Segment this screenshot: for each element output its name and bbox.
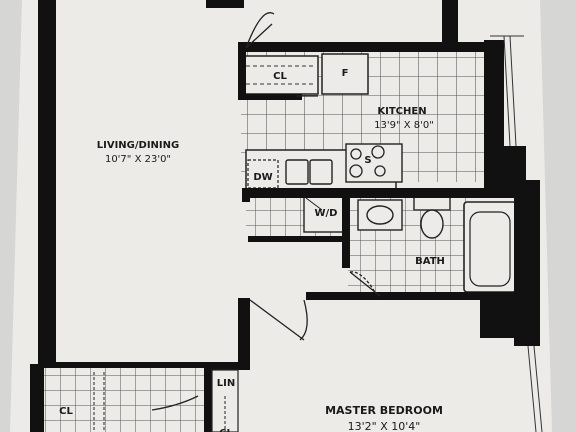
- closet-tile-floor: [38, 364, 206, 432]
- bedroom-dims: 13'2" X 10'4": [348, 420, 421, 432]
- fridge-box: [321, 53, 369, 95]
- sink-left-basin: [285, 159, 309, 185]
- closet-bottom-partial-label: CL: [219, 428, 233, 432]
- fridge-label: F: [342, 68, 349, 79]
- toilet-tank: [413, 195, 451, 211]
- living-room-label: LIVING/DINING: [97, 140, 179, 151]
- linen-label: LIN: [217, 378, 235, 389]
- stove-box: [345, 143, 403, 183]
- kitchen-label: KITCHEN: [377, 106, 426, 117]
- bathtub-inner: [469, 211, 511, 287]
- washer-dryer-label: W/D: [315, 208, 338, 219]
- washer-dryer-diagonal: [305, 197, 323, 211]
- living-room-dims: 10'7" X 23'0": [105, 154, 171, 165]
- stove-burner: [374, 165, 386, 177]
- closet-top-label: CL: [273, 71, 287, 82]
- kitchen-dims: 13'9" X 8'0": [374, 120, 434, 131]
- toilet-bowl: [420, 209, 444, 239]
- sink-right-basin: [309, 159, 333, 185]
- bedroom-label: MASTER BEDROOM: [325, 404, 443, 417]
- stove-burner: [350, 148, 362, 160]
- window-frame: [490, 35, 543, 432]
- vanity-sink: [366, 205, 394, 225]
- stove-label: S: [364, 155, 371, 166]
- stove-burner: [349, 164, 363, 178]
- bath-label: BATH: [415, 256, 445, 267]
- door-swings: [151, 12, 381, 411]
- stove-burner: [371, 145, 385, 159]
- dishwasher-label: DW: [253, 172, 272, 183]
- closet-bottom-label: CL: [59, 406, 73, 417]
- vanity-counter: [357, 199, 403, 231]
- closet-top-box: [243, 55, 319, 95]
- dishwasher-box: [247, 159, 279, 189]
- walls: [30, 0, 540, 432]
